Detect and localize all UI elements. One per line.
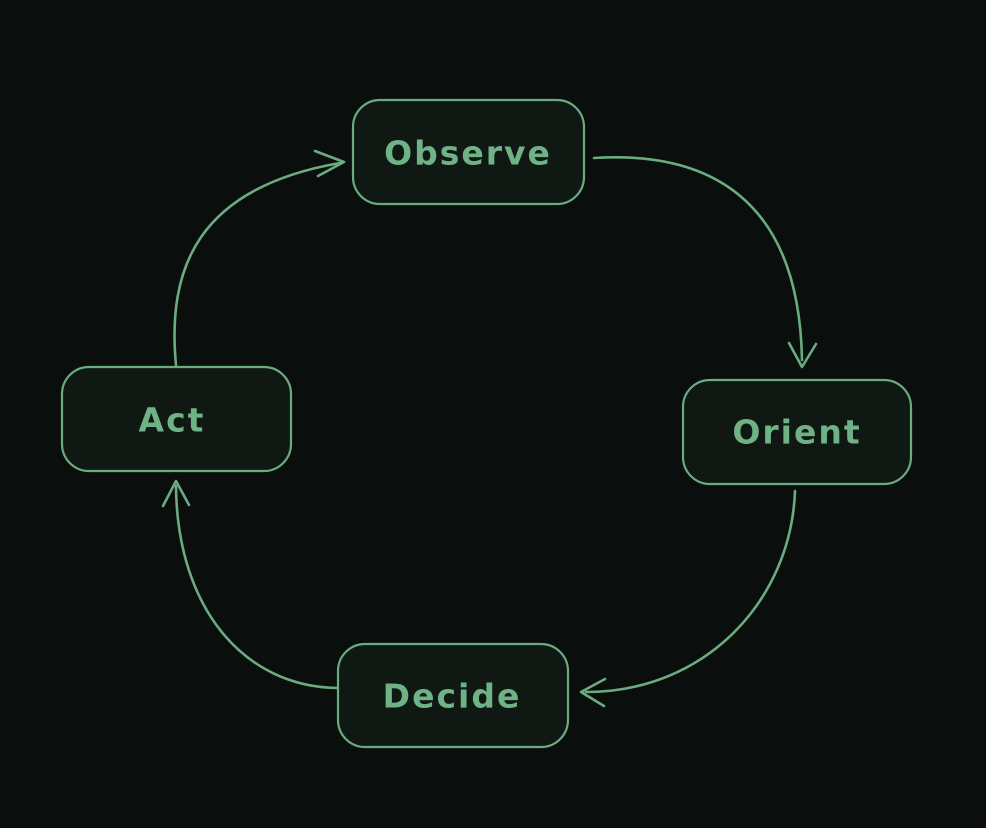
arrowhead-left-icon: [579, 677, 607, 708]
node-act-label: Act: [139, 401, 206, 440]
edge-curve: [592, 156, 804, 362]
node-orient-box[interactable]: [681, 378, 913, 486]
node-act-box[interactable]: [60, 365, 293, 473]
edge-curve: [584, 489, 797, 694]
edge-act-to-observe[interactable]: [173, 149, 346, 367]
node-orient-label: Orient: [732, 413, 861, 452]
arrowhead-down-icon: [787, 341, 818, 369]
edge-curve: [174, 484, 340, 690]
edge-curve: [173, 161, 342, 367]
node-decide-label: Decide: [383, 677, 522, 716]
arrowhead-up-icon: [161, 479, 191, 508]
node-orient[interactable]: Orient: [681, 378, 913, 486]
edge-observe-to-orient[interactable]: [592, 156, 818, 369]
arrowhead-right-icon: [313, 149, 346, 178]
node-decide[interactable]: Decide: [336, 642, 570, 749]
edge-orient-to-decide[interactable]: [579, 489, 797, 708]
node-observe-box[interactable]: [351, 98, 586, 206]
node-observe[interactable]: Observe: [351, 98, 586, 206]
node-act[interactable]: Act: [60, 365, 293, 473]
edge-decide-to-act[interactable]: [161, 479, 340, 690]
node-observe-label: Observe: [384, 134, 552, 173]
node-decide-box[interactable]: [336, 642, 570, 749]
